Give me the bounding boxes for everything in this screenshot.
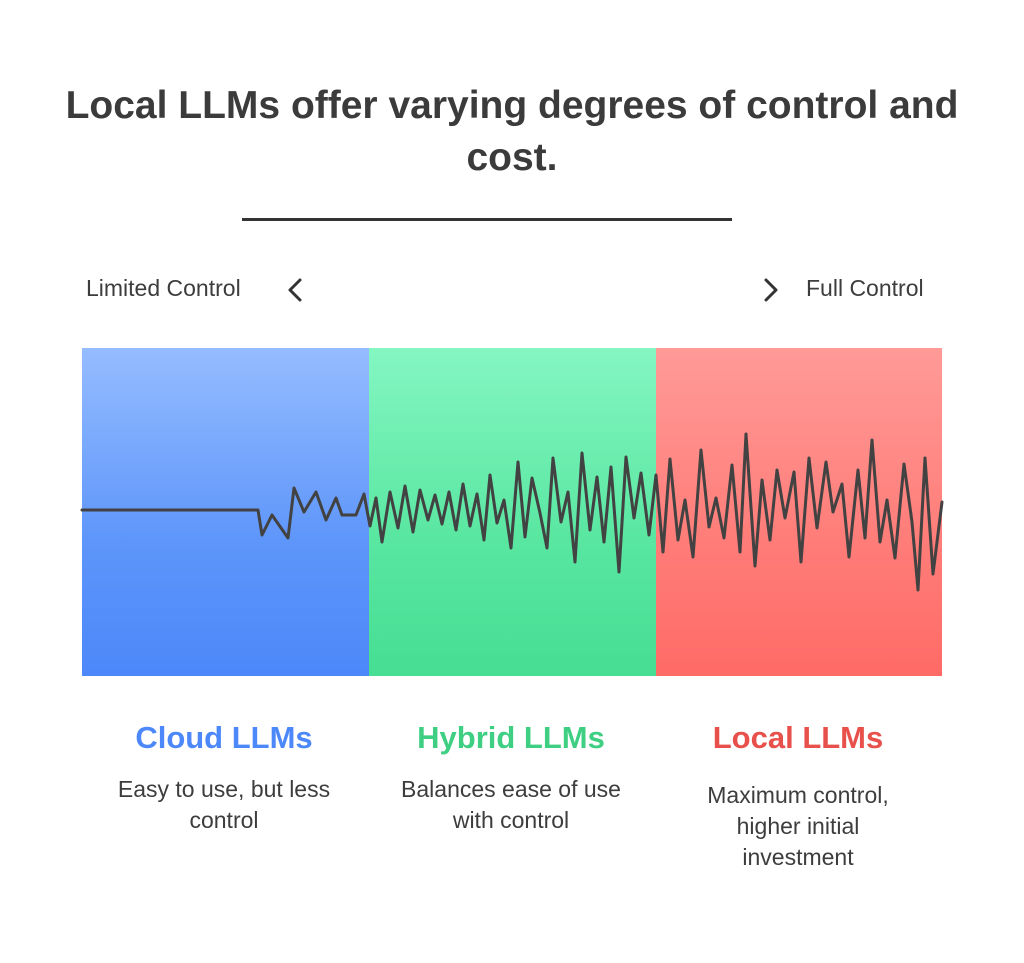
section-title: Local LLMs xyxy=(712,720,884,755)
section-description: Easy to use, but less control xyxy=(117,776,331,833)
section-description: Maximum control, higher initial investme… xyxy=(707,782,889,870)
section-local-llms: Local LLMs Maximum control, higher initi… xyxy=(648,718,948,873)
title-divider xyxy=(242,218,732,221)
local-band xyxy=(656,348,942,676)
section-cloud-llms: Cloud LLMs Easy to use, but less control xyxy=(74,718,374,836)
cloud-band xyxy=(82,348,369,676)
chevron-left-icon xyxy=(288,278,302,302)
section-title: Cloud LLMs xyxy=(135,720,313,755)
section-hybrid-llms: Hybrid LLMs Balances ease of use with co… xyxy=(361,718,661,836)
page-title: Local LLMs offer varying degrees of cont… xyxy=(65,84,959,179)
scale-left-label: Limited Control xyxy=(86,275,241,301)
hybrid-band xyxy=(369,348,656,676)
scale-right-label: Full Control xyxy=(806,275,924,301)
control-spectrum xyxy=(82,348,942,676)
chevron-right-icon xyxy=(764,278,778,302)
section-title: Hybrid LLMs xyxy=(417,720,605,755)
section-description: Balances ease of use with control xyxy=(401,776,621,833)
